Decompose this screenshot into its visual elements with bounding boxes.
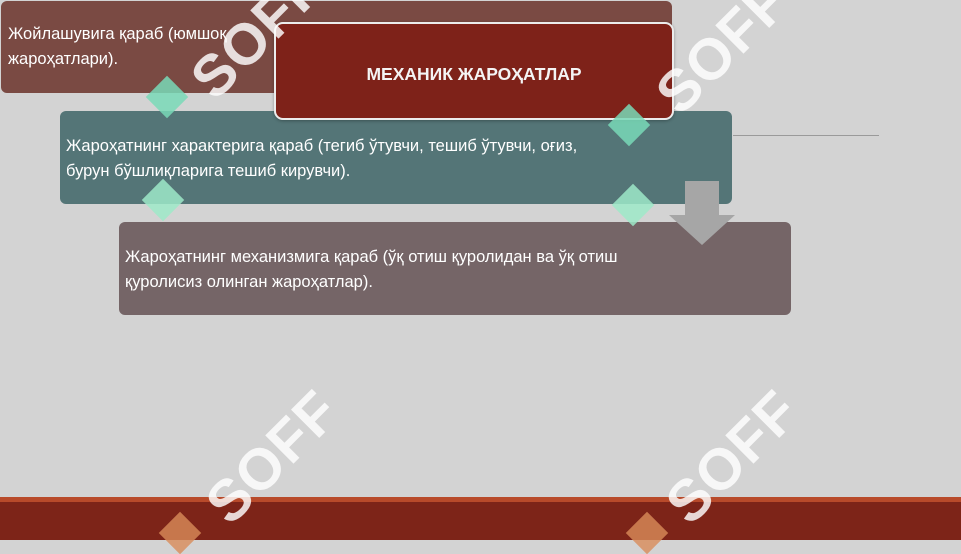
diagram-title: МЕХАНИК ЖАРОҲАТЛАР <box>274 22 674 120</box>
down-arrow-icon <box>669 181 735 245</box>
divider-line <box>733 135 879 136</box>
box-text-line2: қуролисиз олинган жароҳатлар). <box>125 273 373 291</box>
box-text-line1: Жойлашувига қараб (юмшоқ <box>8 25 227 43</box>
category-box-character: Жароҳатнинг характерига қараб (тегиб ўту… <box>60 111 732 204</box>
box-text-line2: жароҳатлари). <box>8 50 119 68</box>
footer-bar <box>0 502 961 540</box>
box-text-line1: Жароҳатнинг механизмига қараб (ўқ отиш қ… <box>125 248 618 266</box>
category-box-mechanism: Жароҳатнинг механизмига қараб (ўқ отиш қ… <box>119 222 791 315</box>
footer-accent-line <box>0 497 961 502</box>
box-text-line2: бурун бўшлиқларига тешиб кирувчи). <box>66 162 351 180</box>
box-text-line1: Жароҳатнинг характерига қараб (тегиб ўту… <box>66 137 578 155</box>
